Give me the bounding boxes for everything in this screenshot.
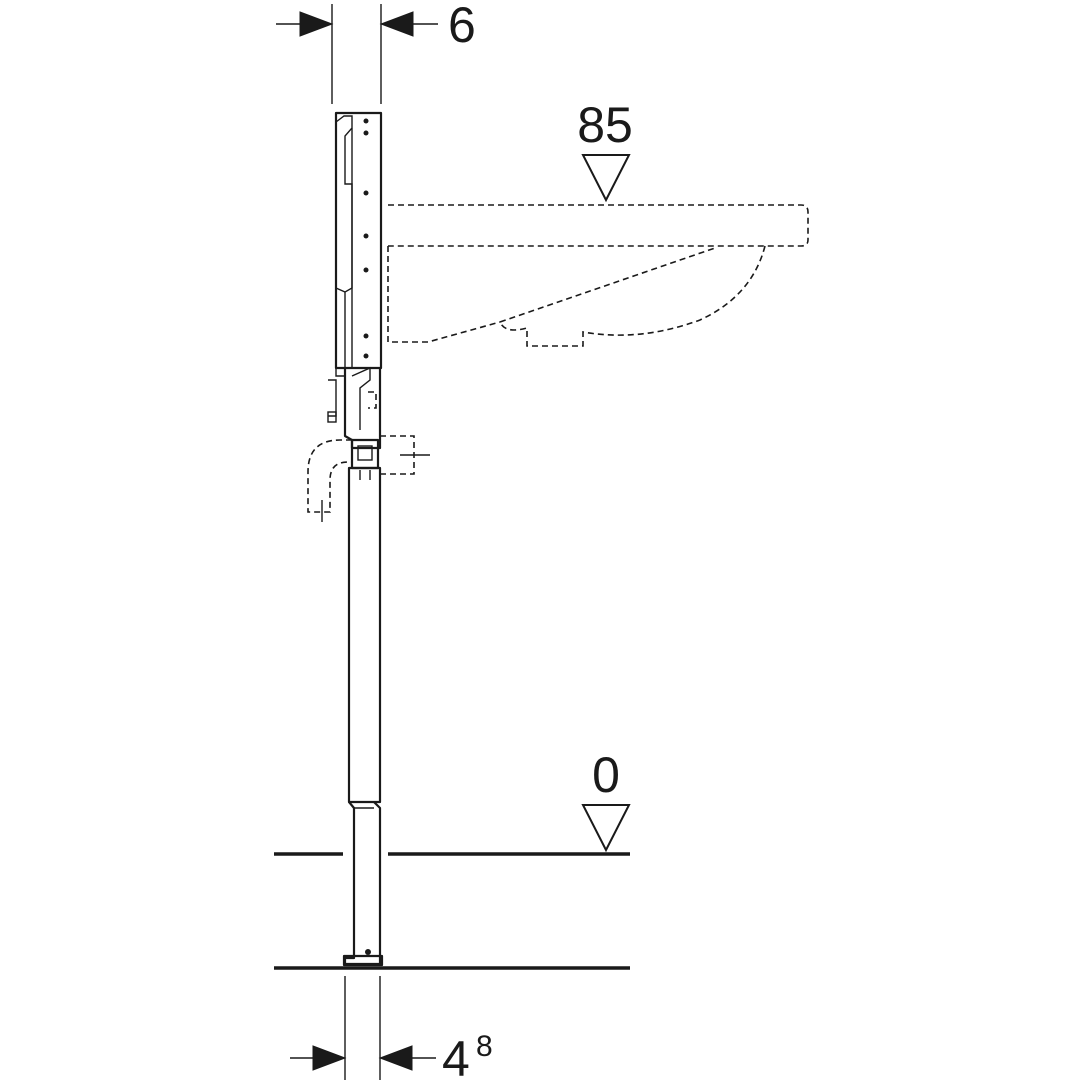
frame-upper-section (334, 111, 383, 377)
drain-pipe (307, 435, 430, 522)
washbasin-height-marker: 85 (577, 97, 633, 203)
top-arrow-left (299, 11, 334, 37)
frame-upper-outer (334, 111, 383, 370)
washbasin-rim (388, 204, 809, 247)
bracket-clip (327, 411, 337, 423)
washbasin-bowl (499, 245, 766, 347)
bottom-width-label: 4 (442, 1031, 470, 1080)
floor-level-label: 0 (592, 747, 620, 803)
frame-bolt (363, 267, 369, 273)
frame-upper-profile (335, 115, 353, 368)
bracket-inner (351, 366, 371, 430)
floor-level-marker: 0 (581, 747, 631, 853)
top-arrow-right (379, 11, 414, 37)
bracket-connector-inner (357, 445, 373, 461)
bottom-width-dimension: 4 8 (290, 976, 493, 1080)
frame-bolt (363, 353, 369, 359)
floor-lines (274, 852, 630, 970)
bracket-left-tab (328, 379, 337, 417)
washbasin-height-label: 85 (577, 97, 633, 153)
frame-upper-notch (335, 287, 346, 293)
bottom-arrow-left (312, 1045, 347, 1071)
frame-bolt (363, 190, 369, 196)
frame-bolt (363, 118, 369, 124)
frame-leg (342, 466, 384, 967)
bracket-slot (368, 391, 377, 409)
washbasin-back (387, 246, 501, 343)
frame-foot-bolt (365, 949, 371, 955)
bracket-connector (350, 438, 380, 470)
frame-upper-foot (335, 368, 345, 377)
frame-bolt (363, 233, 369, 239)
bottom-arrow-right (378, 1045, 413, 1071)
top-width-dimension: 6 (276, 0, 476, 104)
washbasin-outline (387, 204, 809, 347)
frame-leg-upper (347, 466, 382, 804)
drain-elbow (307, 439, 352, 513)
washbasin-underside-line (499, 247, 716, 323)
frame-foot-plate (342, 954, 384, 967)
frame-bolt (363, 130, 369, 136)
frame-middle-bracket (327, 366, 382, 470)
top-width-label: 6 (448, 0, 476, 53)
floor-level-triangle (581, 804, 631, 853)
frame-leg-lower (343, 801, 382, 966)
frame-bolt (363, 333, 369, 339)
bottom-width-superscript: 8 (476, 1030, 493, 1063)
washbasin-level-triangle (581, 154, 631, 203)
